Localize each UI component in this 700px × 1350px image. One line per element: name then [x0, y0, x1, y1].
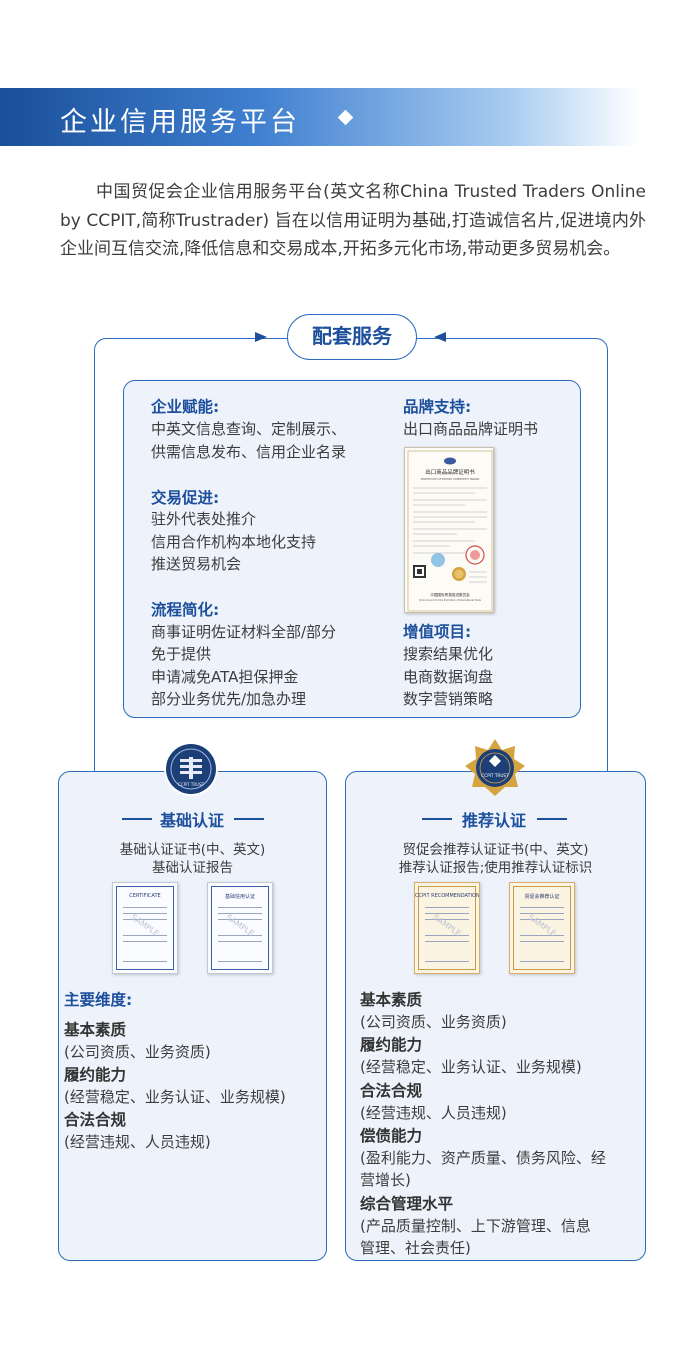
value-added-line: 数字营销策略 [403, 690, 494, 708]
recommended-certificate-en-image: CCPIT RECOMMENDATION CERTIFICATE SAMPLE [414, 882, 480, 974]
dimension-detail: (产品质量控制、上下游管理、信息 [360, 1217, 591, 1235]
dimension-detail: (经营稳定、业务认证、业务规模) [360, 1058, 582, 1076]
value-added-line: 电商数据询盘 [403, 668, 494, 686]
empower-line: 供需信息发布、信用企业名录 [151, 443, 347, 461]
dimension-detail: (经营稳定、业务认证、业务规模) [64, 1088, 286, 1106]
badge-text: CCPIT TRUST [178, 782, 205, 787]
brand-cert-title: 出口商品品牌证明书 [425, 468, 475, 476]
recommended-certification-card [345, 771, 646, 1261]
dimension-detail: (经营违规、人员违规) [64, 1133, 211, 1151]
recommended-cert-sub: 推荐认证报告;使用推荐认证标识 [398, 860, 593, 876]
dimension-detail: 营增长) [360, 1171, 411, 1189]
dimension-title: 履约能力 [360, 1036, 423, 1054]
process-heading: 流程简化: [151, 601, 220, 619]
value-added-heading: 增值项目: [403, 623, 472, 641]
basic-cert-sub: 基础认证报告 [152, 860, 233, 876]
diamond-icon [337, 109, 354, 126]
process-line: 部分业务优先/加急办理 [151, 690, 307, 708]
section-title: 企业信用服务平台 [60, 107, 300, 138]
dimension-title: 合法合规 [64, 1111, 127, 1129]
recommended-certificate-cn-image: 贸促会推荐认证 SAMPLE [509, 882, 575, 974]
ccpit-trust-gold-badge-icon: CCPIT TRUST [464, 738, 526, 804]
ccpit-trust-blue-badge-icon: CCPIT TRUST [163, 741, 219, 801]
title-line-left [422, 818, 452, 820]
brand-cert-subtitle: CERTIFICATE OF EXPORT COMMODITY BRAND [421, 477, 480, 481]
dimension-title: 基本素质 [64, 1021, 127, 1039]
dimension-detail: (经营违规、人员违规) [360, 1104, 507, 1122]
basic-certification-card [58, 771, 327, 1261]
process-line: 申请减免ATA担保押金 [151, 668, 299, 686]
trade-line: 信用合作机构本地化支持 [151, 533, 317, 551]
title-line-right [537, 818, 567, 820]
dimension-title: 基本素质 [360, 991, 423, 1009]
process-line: 免于提供 [151, 645, 212, 663]
trade-line: 驻外代表处推介 [151, 510, 257, 528]
arrow-right-icon [255, 332, 267, 342]
recommended-certification-title: 推荐认证 [462, 811, 527, 830]
brand-cert-issuer-en: China Council for the Promotion of Inter… [419, 599, 481, 602]
services-title-pill: 配套服务 [287, 314, 417, 360]
brand-line: 出口商品品牌证明书 [403, 420, 539, 438]
trade-line: 推送贸易机会 [151, 555, 242, 573]
trade-heading: 交易促进: [151, 489, 220, 507]
brand-certificate-graphic: 出口商品品牌证明书 CERTIFICATE OF EXPORT COMMODIT… [407, 450, 493, 612]
main-dimensions-heading: 主要维度: [64, 991, 133, 1009]
empower-line: 中英文信息查询、定制展示、 [151, 420, 347, 438]
badge-text: CCPIT TRUST [481, 773, 509, 778]
intro-paragraph: 中国贸促会企业信用服务平台(英文名称China Trusted Traders … [60, 182, 646, 259]
title-line-left [122, 818, 152, 820]
dimension-detail: 管理、社会责任) [360, 1239, 471, 1257]
process-line: 商事证明佐证材料全部/部分 [151, 623, 337, 641]
value-added-line: 搜索结果优化 [403, 645, 494, 663]
basic-certificate-en-image: CERTIFICATE SAMPLE [112, 882, 178, 974]
dimension-title: 偿债能力 [360, 1127, 423, 1145]
dimension-detail: (公司资质、业务资质) [360, 1013, 507, 1031]
brand-certificate-image: 出口商品品牌证明书 CERTIFICATE OF EXPORT COMMODIT… [404, 447, 494, 613]
arrow-left-icon [434, 332, 446, 342]
dimension-title: 履约能力 [64, 1066, 127, 1084]
basic-certificate-cn-image: 基础信用认证 SAMPLE [207, 882, 273, 974]
dimension-title: 合法合规 [360, 1082, 423, 1100]
section-header-banner: 企业信用服务平台 [0, 88, 640, 146]
services-panel [123, 380, 581, 718]
recommended-cert-sub: 贸促会推荐认证证书(中、英文) [402, 842, 589, 858]
dimension-detail: (公司资质、业务资质) [64, 1043, 211, 1061]
dimension-title: 综合管理水平 [360, 1195, 454, 1213]
empower-heading: 企业赋能: [151, 398, 220, 416]
brand-heading: 品牌支持: [403, 398, 472, 416]
brand-cert-issuer: 中国国际贸易促进委员会 [430, 592, 470, 597]
basic-cert-sub: 基础认证证书(中、英文) [119, 842, 266, 858]
title-line-right [234, 818, 264, 820]
dimension-detail: (盈利能力、资产质量、债务风险、经 [360, 1149, 606, 1167]
basic-certification-title: 基础认证 [160, 811, 225, 830]
